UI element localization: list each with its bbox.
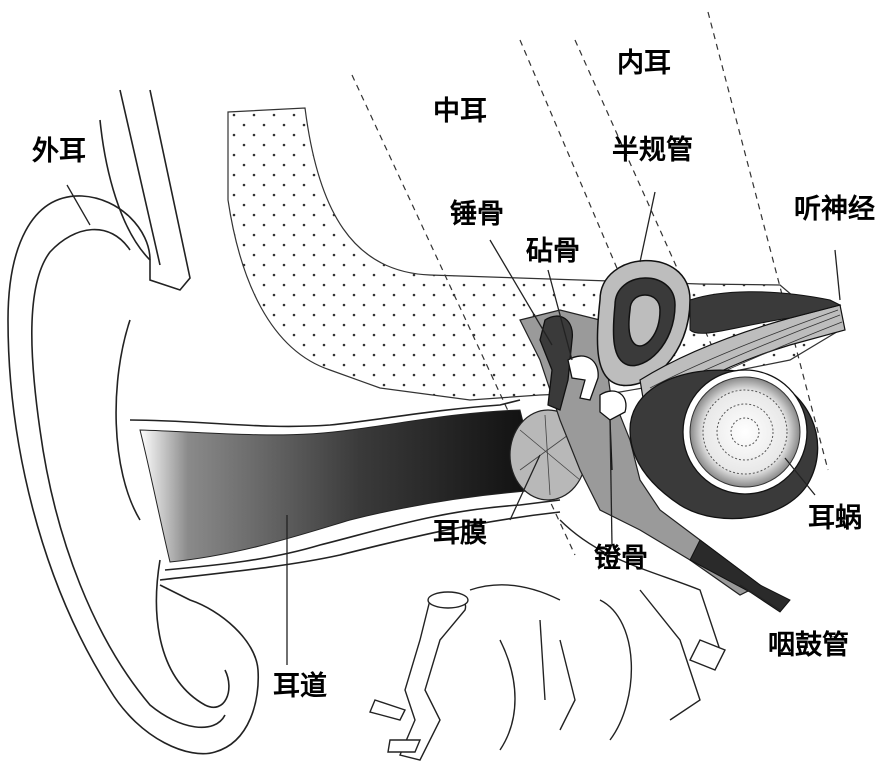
label-outer-ear: 外耳 (32, 138, 86, 165)
label-ear-canal: 耳道 (273, 673, 327, 700)
eustachian-tube-path (690, 540, 790, 612)
label-middle-ear: 中耳 (433, 98, 487, 125)
pinna (8, 90, 258, 754)
blood-vessels (370, 592, 725, 760)
label-stapes: 镫骨 (594, 545, 648, 572)
label-malleus: 锤骨 (450, 201, 504, 228)
label-eardrum: 耳膜 (433, 520, 487, 547)
cochlea (630, 370, 818, 519)
label-inner-ear: 内耳 (617, 50, 671, 77)
stapes-bone (600, 391, 626, 420)
label-semicircular-canals: 半规管 (612, 137, 693, 164)
label-auditory-nerve: 听神经 (794, 196, 875, 223)
label-incus: 砧骨 (526, 238, 580, 265)
label-eustachian-tube: 咽鼓管 (768, 632, 849, 659)
label-cochlea: 耳蜗 (808, 505, 862, 532)
